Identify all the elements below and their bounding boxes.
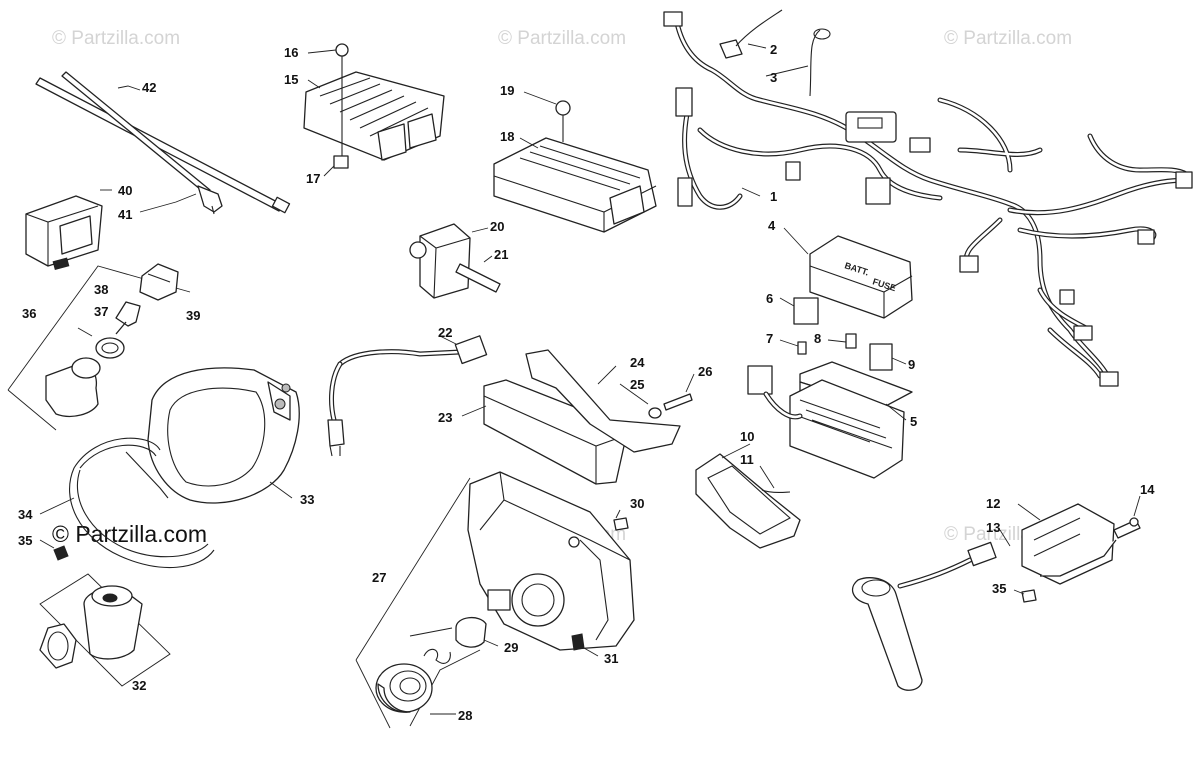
headlight-27 [355, 471, 635, 729]
callout-6: 6 [766, 291, 773, 306]
callout-13: 13 [986, 520, 1000, 535]
callout-34: 34 [18, 507, 33, 522]
callout-8: 8 [814, 331, 821, 346]
callout-25: 25 [630, 377, 644, 392]
wiring-harness-1 [663, 9, 1193, 387]
cable-tie-clip [197, 185, 223, 213]
cable-tie-head [271, 196, 291, 214]
harness-fuse-block [845, 111, 897, 143]
watermark-top-left: © Partzilla.com [52, 28, 180, 49]
callout-15: 15 [284, 72, 298, 87]
callout-24: 24 [630, 355, 645, 370]
key-38 [115, 301, 141, 327]
callout-21: 21 [494, 247, 508, 262]
throttle-grip-13 [851, 577, 923, 691]
bulb-29 [455, 617, 487, 648]
screw-35b [1021, 589, 1037, 603]
clip-31 [571, 633, 585, 651]
callout-11: 11 [740, 452, 754, 467]
ecu-18 [493, 91, 657, 233]
screw-30 [613, 517, 629, 531]
callout-7: 7 [766, 331, 773, 346]
fuse-7 [797, 341, 807, 355]
sensor-20 [409, 223, 501, 299]
speed-sensor-22 [327, 335, 488, 457]
callout-16: 16 [284, 45, 298, 60]
ignition-assembly [7, 263, 191, 431]
callout-5: 5 [910, 414, 917, 429]
fuse-panel-5 [747, 361, 913, 479]
callout-36: 36 [22, 306, 36, 321]
callout-38: 38 [94, 282, 108, 297]
watermark-mid-left: © Partzilla.com [52, 521, 207, 547]
callout-33: 33 [300, 492, 314, 507]
callout-12: 12 [986, 496, 1000, 511]
outlet-nut [39, 623, 77, 669]
throttle-assembly [851, 495, 1141, 691]
bracket-24 [525, 349, 681, 453]
callout-18: 18 [500, 129, 514, 144]
callout-10: 10 [740, 429, 754, 444]
relay-6 [793, 297, 819, 325]
fuse-box-4: BATT. FUSE [779, 227, 913, 371]
callout-19: 19 [500, 83, 514, 98]
speedometer-bracket-34 [69, 437, 215, 569]
callout-30: 30 [630, 496, 644, 511]
cable-tie-parts [35, 71, 291, 215]
ignition-nut-37 [95, 337, 125, 359]
cable-tie-41 [61, 71, 211, 195]
callout-4: 4 [768, 218, 776, 233]
speedometer-assembly [39, 367, 300, 569]
cover-23 [483, 379, 629, 485]
bolt-16 [335, 43, 349, 57]
callout-3: 3 [770, 70, 777, 85]
cover-23-24 [461, 349, 695, 485]
screw-35 [53, 545, 69, 561]
callout-28: 28 [458, 708, 472, 723]
tie-3 [809, 29, 821, 97]
callout-37: 37 [94, 304, 108, 319]
voltage-regulator-15 [303, 43, 445, 177]
fuse-8 [845, 333, 857, 349]
callout-40: 40 [118, 183, 132, 198]
callout-41: 41 [118, 207, 132, 222]
bolt-19 [555, 100, 571, 116]
nut-17 [333, 155, 349, 169]
wire-11 [761, 489, 791, 494]
bracket-10 [695, 443, 801, 549]
callout-32: 32 [132, 678, 146, 693]
watermark-top-right: © Partzilla.com [944, 28, 1072, 49]
washer-25 [648, 407, 662, 419]
callout-35-left: 35 [18, 533, 32, 548]
watermark-top-center: © Partzilla.com [498, 28, 626, 49]
switch-40 [25, 189, 112, 271]
screw-26 [663, 393, 693, 411]
bolt-21 [455, 263, 501, 293]
callout-9: 9 [908, 357, 915, 372]
callout-2: 2 [770, 42, 777, 57]
key-39 [139, 263, 179, 301]
callout-35-right: 35 [992, 581, 1006, 596]
callout-23: 23 [438, 410, 452, 425]
callout-labels: 1 2 3 4 5 6 7 8 9 10 11 12 13 14 15 16 1… [18, 42, 1155, 723]
callout-14: 14 [1140, 482, 1155, 497]
callout-26: 26 [698, 364, 712, 379]
callout-29: 29 [504, 640, 518, 655]
tie-2 [735, 9, 783, 47]
callout-1: 1 [770, 189, 777, 204]
callout-20: 20 [490, 219, 504, 234]
callout-27: 27 [372, 570, 386, 585]
relay-9 [869, 343, 893, 371]
cable-tie-42 [35, 77, 284, 212]
screw-14 [1129, 517, 1139, 527]
callout-42: 42 [142, 80, 156, 95]
callout-17: 17 [306, 171, 320, 186]
callout-31: 31 [604, 651, 618, 666]
callout-39: 39 [186, 308, 200, 323]
callout-22: 22 [438, 325, 452, 340]
power-outlet-32 [39, 573, 171, 687]
